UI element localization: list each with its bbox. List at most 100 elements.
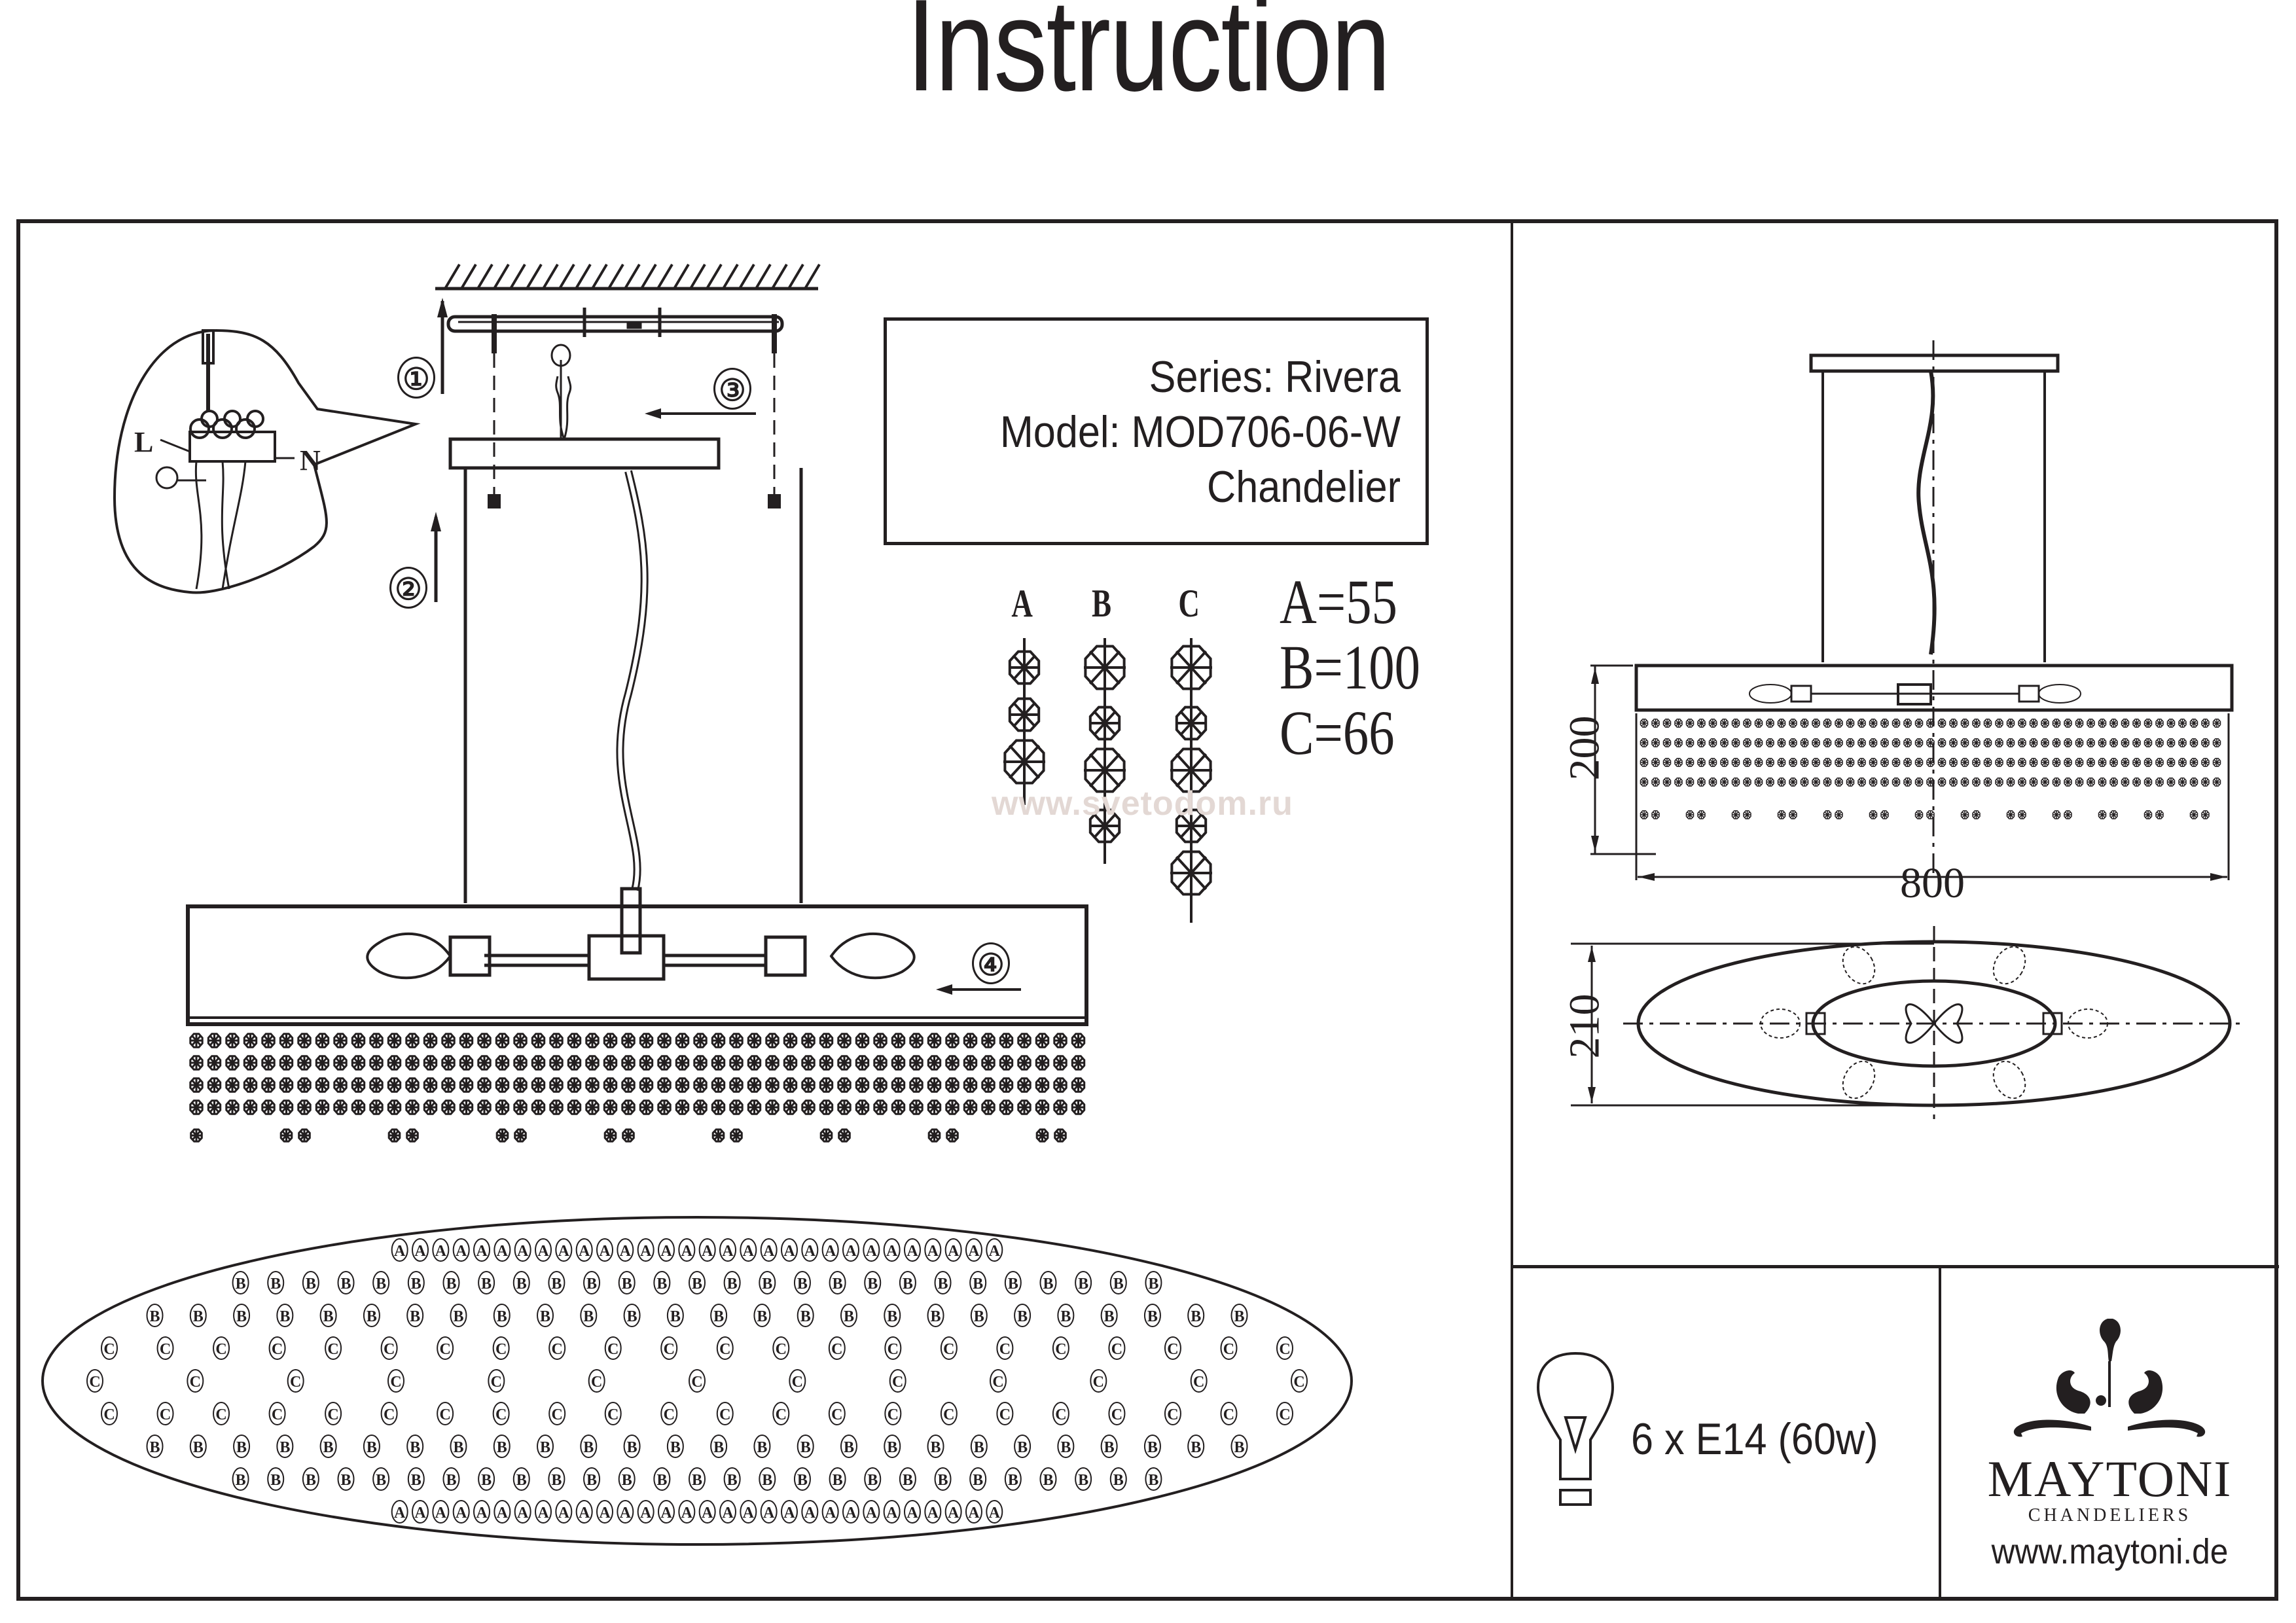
curtain-crystal-icon xyxy=(711,1033,726,1048)
curtain-crystal-icon xyxy=(1017,1077,1031,1093)
elevation-crystal-icon xyxy=(2201,738,2210,747)
elevation-crystal-icon xyxy=(2087,738,2095,747)
elevation-crystal-icon xyxy=(1708,758,1717,767)
curtain-crystal-icon xyxy=(855,1033,870,1048)
layout-map-cell: A xyxy=(986,1238,1003,1262)
curtain-crystal-icon xyxy=(693,1099,708,1115)
elevation-crystal-icon xyxy=(1777,777,1786,787)
layout-map-cell: A xyxy=(780,1500,798,1524)
elevation-crystal-icon xyxy=(2121,758,2130,767)
curtain-crystal-icon xyxy=(621,1033,636,1048)
curtain-crystal-icon xyxy=(783,1099,798,1115)
layout-map-cell: C xyxy=(604,1336,622,1360)
elevation-crystal-icon xyxy=(2052,810,2061,819)
layout-map-cell: B xyxy=(793,1467,811,1491)
layout-map-cell: A xyxy=(432,1500,450,1524)
elevation-crystal-icon xyxy=(2041,738,2049,747)
layout-map-cell: B xyxy=(1039,1271,1057,1294)
curtain-crystal-icon xyxy=(855,1055,870,1071)
elevation-crystal-icon xyxy=(1674,777,1683,787)
layout-map-cell: A xyxy=(412,1238,429,1262)
layout-map-cell: B xyxy=(689,1271,706,1294)
elevation-crystal-icon xyxy=(1731,738,1740,747)
layout-map-cell: C xyxy=(437,1336,454,1360)
layout-map-cell: C xyxy=(1108,1402,1126,1425)
curtain-crystal-icon xyxy=(639,1055,654,1071)
curtain-crystal-icon xyxy=(837,1033,852,1048)
layout-map-cell: A xyxy=(473,1500,491,1524)
watermark: www.svetodom.ru xyxy=(992,785,1293,823)
curtain-crystal-icon xyxy=(441,1077,456,1093)
layout-map-cell: B xyxy=(1100,1435,1118,1458)
curtain-crystal-icon xyxy=(999,1077,1014,1093)
layout-map-cell: A xyxy=(863,1238,880,1262)
layout-map-cell: B xyxy=(267,1271,285,1294)
curtain-crystal-icon xyxy=(711,1055,726,1071)
curtain-crystal-icon xyxy=(783,1055,798,1071)
curtain-crystal-icon xyxy=(423,1033,438,1048)
layout-map-cell: B xyxy=(189,1304,207,1327)
curtain-crystal-icon xyxy=(693,1077,708,1093)
elevation-crystal-icon xyxy=(1914,777,1924,787)
elevation-crystal-icon xyxy=(2029,738,2038,747)
layout-map-cell: C xyxy=(548,1336,566,1360)
elevation-crystal-icon xyxy=(1914,758,1924,767)
elevation-crystal-icon xyxy=(1823,738,1832,747)
layout-map-cell: C xyxy=(990,1369,1007,1393)
elevation-crystal-icon xyxy=(1697,738,1706,747)
elevation-crystal-icon xyxy=(2166,758,2176,767)
layout-map-cell: B xyxy=(710,1435,728,1458)
strand-b-bead-icon xyxy=(1088,705,1121,741)
curtain-crystal-icon xyxy=(981,1077,996,1093)
layout-map-cell: A xyxy=(678,1500,696,1524)
layout-map-cell: A xyxy=(535,1238,552,1262)
crystal-curtain xyxy=(189,1033,1086,1143)
curtain-crystal-icon xyxy=(927,1099,942,1115)
top-view xyxy=(1571,926,2245,1119)
curtain-crystal-icon xyxy=(531,1055,546,1071)
curtain-crystal-icon xyxy=(369,1055,384,1071)
elevation-crystal-icon xyxy=(2052,738,2061,747)
layout-map-cell: C xyxy=(1052,1402,1069,1425)
wire-label-live: L xyxy=(134,426,154,458)
layout-map-cell: A xyxy=(658,1500,675,1524)
layout-map-cell: B xyxy=(406,1304,424,1327)
curtain-crystal-icon xyxy=(459,1055,474,1071)
elevation-crystal-icon xyxy=(2155,758,2164,767)
layout-map-cell: C xyxy=(716,1336,734,1360)
elevation-crystal-icon xyxy=(1857,719,1866,728)
curtain-crystal-icon xyxy=(1035,1033,1050,1048)
brand-url[interactable]: www.maytoni.de xyxy=(1991,1532,2229,1571)
curtain-crystal-icon xyxy=(999,1099,1014,1115)
elevation-crystal-icon xyxy=(2109,758,2118,767)
layout-map-cell: B xyxy=(407,1271,425,1294)
curtain-crystal-icon xyxy=(585,1033,600,1048)
curtain-crystal-icon xyxy=(495,1055,510,1071)
layout-map-cell: C xyxy=(213,1402,230,1425)
layout-map-cell: B xyxy=(1039,1467,1057,1491)
elevation-crystal-icon xyxy=(1697,758,1706,767)
elevation-crystal-icon xyxy=(2006,738,2015,747)
elevation-crystal-icon xyxy=(2098,719,2107,728)
curtain-crystal-icon xyxy=(603,1099,618,1115)
layout-map-cell: B xyxy=(1109,1467,1127,1491)
canopy-icon xyxy=(448,437,721,470)
curtain-crystal-icon xyxy=(621,1055,636,1071)
elevation-crystal-icon xyxy=(2155,810,2164,819)
curtain-crystal-icon xyxy=(819,1033,834,1048)
curtain-crystal-icon xyxy=(333,1099,348,1115)
pendant-crystal-icon xyxy=(603,1128,617,1143)
elevation-crystal-icon xyxy=(2201,777,2210,787)
elevation-crystal-icon xyxy=(2018,777,2026,787)
elevation-crystal-icon xyxy=(1835,719,1843,728)
curtain-crystal-icon xyxy=(621,1099,636,1115)
elevation-crystal-icon xyxy=(1777,810,1786,819)
elevation-crystal-icon xyxy=(1651,810,1660,819)
elevation-crystal-icon xyxy=(2166,777,2176,787)
elevation-crystal-icon xyxy=(1835,777,1843,787)
curtain-crystal-icon xyxy=(567,1033,582,1048)
curtain-crystal-icon xyxy=(423,1077,438,1093)
layout-map-cell: A xyxy=(821,1238,839,1262)
pendant-crystal-icon xyxy=(838,1128,851,1143)
curtain-crystal-icon xyxy=(189,1055,204,1071)
